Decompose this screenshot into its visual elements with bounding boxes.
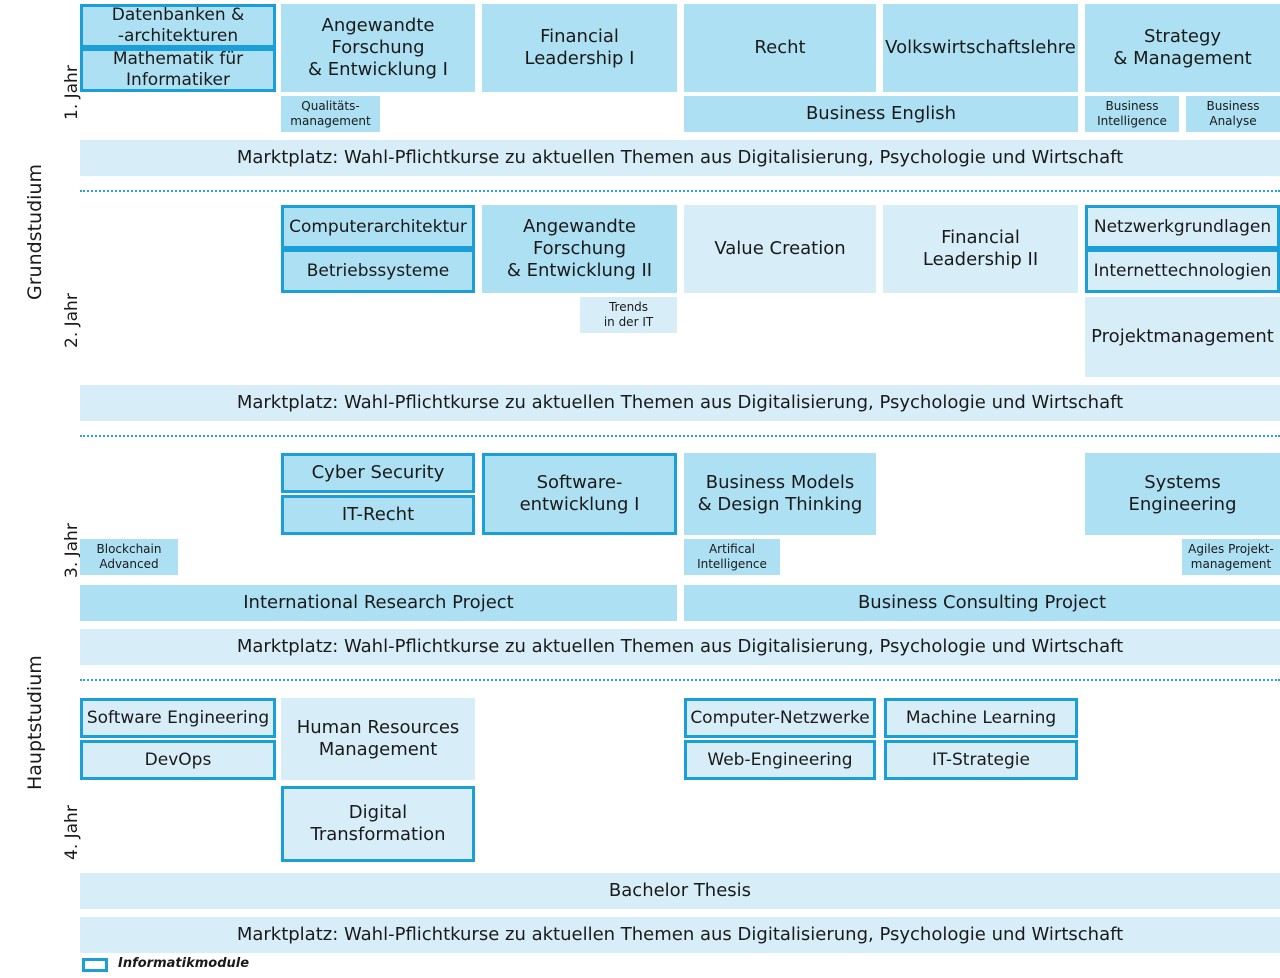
module-devops[interactable]: DevOps	[80, 740, 276, 780]
module-datenbanken-architekturen[interactable]: Datenbanken &-architekturen	[80, 4, 276, 48]
phase-label-grundstudium: Grundstudium	[24, 164, 46, 300]
divider-year2-year3	[80, 435, 1280, 437]
module-computer-netzwerke[interactable]: Computer-Netzwerke	[684, 698, 876, 738]
module-strategy-management[interactable]: Strategy& Management	[1085, 4, 1280, 92]
module-recht[interactable]: Recht	[684, 4, 876, 92]
module-softwareentwicklung-1[interactable]: Software-entwicklung I	[482, 453, 677, 535]
legend-label: Informatikmodule	[118, 956, 250, 971]
year-label-4: 4. Jahr	[62, 805, 82, 860]
marktplatz-bar-year4[interactable]: Marktplatz: Wahl-Pflichtkurse zu aktuell…	[80, 917, 1280, 953]
year-label-1: 1. Jahr	[62, 65, 82, 120]
marktplatz-bar-year3[interactable]: Marktplatz: Wahl-Pflichtkurse zu aktuell…	[80, 629, 1280, 665]
module-cyber-security[interactable]: Cyber Security	[281, 453, 475, 493]
module-value-creation[interactable]: Value Creation	[684, 205, 876, 293]
module-netzwerkgrundlagen[interactable]: Netzwerkgrundlagen	[1085, 205, 1280, 249]
module-it-recht[interactable]: IT-Recht	[281, 495, 475, 535]
marktplatz-bar-year1[interactable]: Marktplatz: Wahl-Pflichtkurse zu aktuell…	[80, 140, 1280, 176]
module-software-engineering[interactable]: Software Engineering	[80, 698, 276, 738]
module-projektmanagement[interactable]: Projektmanagement	[1085, 297, 1280, 377]
module-volkswirtschaftslehre[interactable]: Volkswirtschaftslehre	[883, 4, 1078, 92]
module-agiles-projektmanagement[interactable]: Agiles Projekt-management	[1182, 539, 1280, 575]
year-label-2: 2. Jahr	[62, 293, 82, 348]
module-business-english[interactable]: Business English	[684, 96, 1078, 132]
project-international-research[interactable]: International Research Project	[80, 585, 677, 621]
module-machine-learning[interactable]: Machine Learning	[884, 698, 1078, 738]
legend-swatch-icon	[82, 958, 108, 972]
module-internettechnologien[interactable]: Internettechnologien	[1085, 249, 1280, 293]
project-business-consulting[interactable]: Business Consulting Project	[684, 585, 1280, 621]
divider-year1-year2	[80, 190, 1280, 192]
year-label-3: 3. Jahr	[62, 523, 82, 578]
divider-year3-year4	[80, 679, 1280, 681]
phase-label-hauptstudium: Hauptstudium	[24, 655, 46, 790]
module-betriebssysteme[interactable]: Betriebssysteme	[281, 249, 475, 293]
module-it-strategie[interactable]: IT-Strategie	[884, 740, 1078, 780]
module-qualitaetsmanagement[interactable]: Qualitäts-management	[281, 96, 380, 132]
module-business-models-design-thinking[interactable]: Business Models& Design Thinking	[684, 453, 876, 535]
bachelor-thesis-bar[interactable]: Bachelor Thesis	[80, 873, 1280, 909]
marktplatz-bar-year2[interactable]: Marktplatz: Wahl-Pflichtkurse zu aktuell…	[80, 385, 1280, 421]
module-web-engineering[interactable]: Web-Engineering	[684, 740, 876, 780]
module-computerarchitektur[interactable]: Computerarchitektur	[281, 205, 475, 249]
